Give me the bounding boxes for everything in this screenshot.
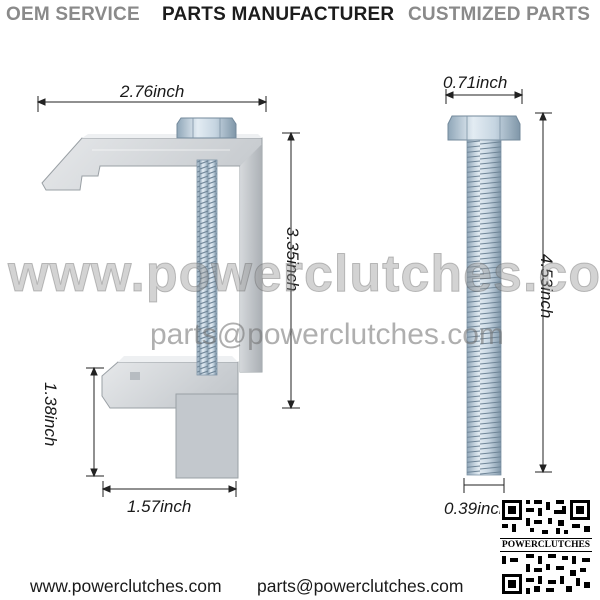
header-customized-parts: CUSTMIZED PARTS	[408, 4, 591, 25]
qr-label: POWERCLUTCHES	[500, 538, 592, 552]
dim-bolt-diameter: 0.39inch	[444, 499, 509, 518]
clamp-lower-jaw	[101, 356, 239, 479]
dim-bolt-head-width: 0.71inch	[443, 73, 508, 92]
footer-bar: www.powerclutches.com parts@powerclutche…	[0, 570, 600, 596]
standalone-bolt	[447, 115, 521, 476]
footer-email-link[interactable]: parts@powerclutches.com	[257, 576, 464, 596]
dim-clamp-width: 2.76inch	[120, 82, 185, 101]
qr-code: POWERCLUTCHES	[500, 498, 592, 596]
watermark-site: www.powerclutches.com	[7, 245, 600, 304]
dimension-lines-clamp	[36, 96, 300, 497]
dimension-lines-bolt	[444, 89, 552, 493]
header-parts-manufacturer: PARTS MANUFACTURER	[162, 4, 395, 25]
dim-jaw-width: 1.57inch	[127, 497, 192, 516]
header-bar: OEM SERVICE PARTS MANUFACTURER CUSTMIZED…	[0, 2, 600, 28]
clamp-bolt	[176, 117, 237, 376]
footer-website-link[interactable]: www.powerclutches.com	[30, 576, 222, 596]
clamp-upper-body	[41, 134, 263, 373]
header-oem-service: OEM SERVICE	[6, 4, 140, 25]
dim-jaw-height: 1.38inch	[41, 382, 60, 447]
watermark-email: parts@powerclutches.com	[150, 318, 504, 351]
